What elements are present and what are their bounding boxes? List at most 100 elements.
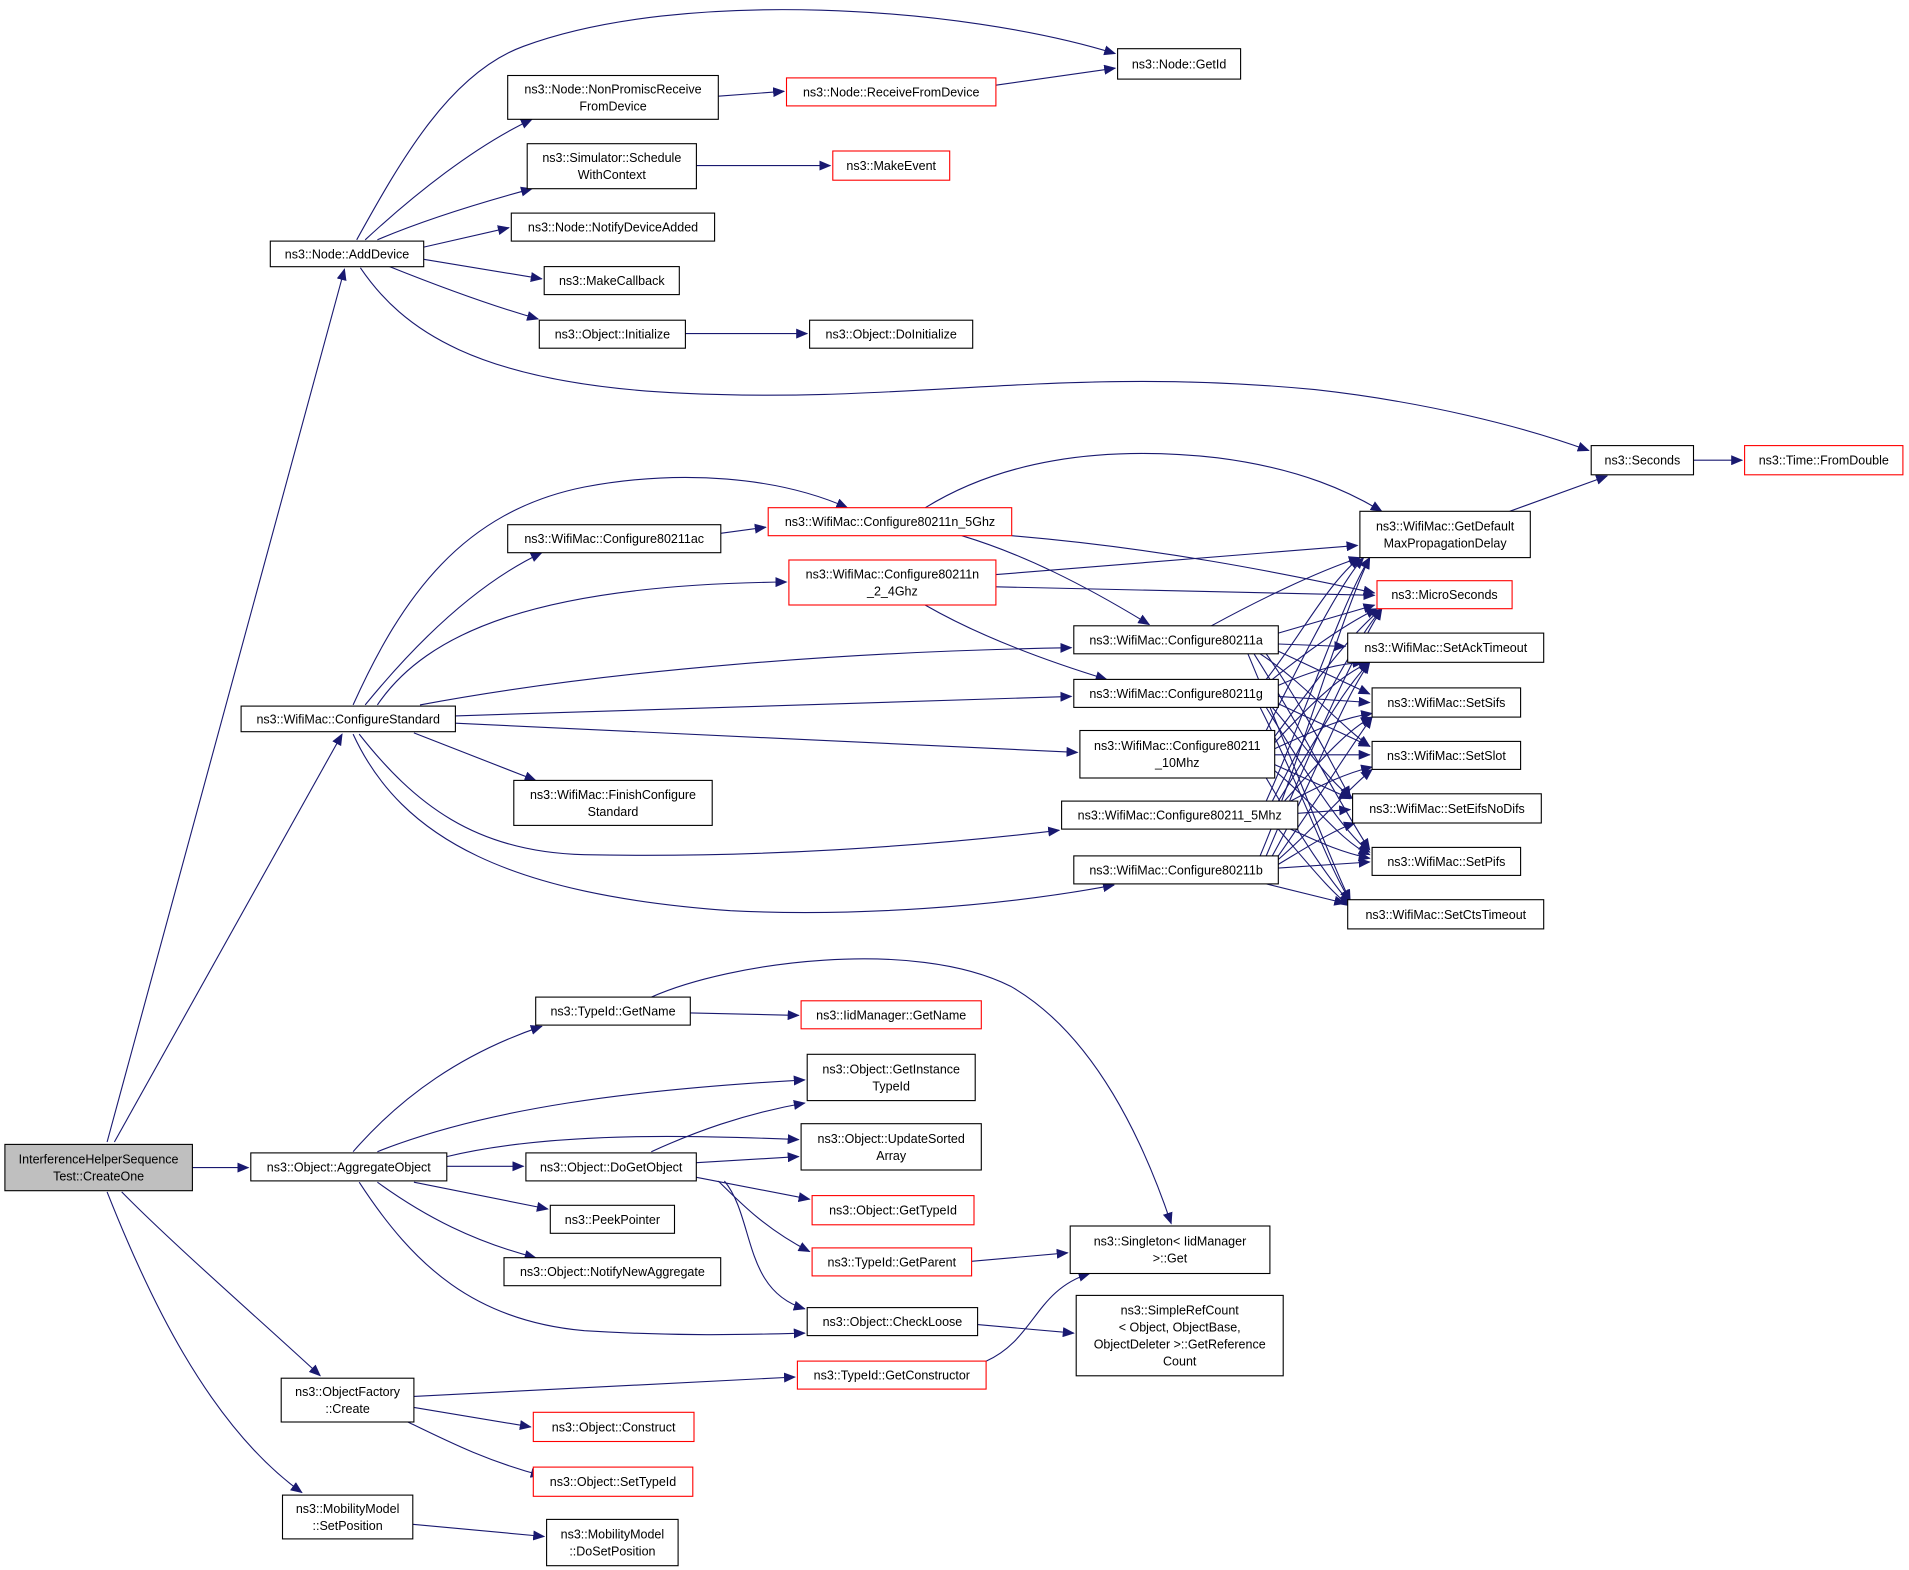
node-box [535,996,691,1026]
edge-configure_standard-to-cfg_n24 [376,577,788,706]
node-obj_doinitialize[interactable]: ns3::Object::DoInitialize [809,319,974,349]
node-set_slot[interactable]: ns3::WifiMac::SetSlot [1371,740,1522,770]
node-label: FromDevice [579,99,646,113]
node-box [796,1360,987,1390]
node-label: ns3::WifiMac::ConfigureStandard [256,712,439,726]
node-configure_standard[interactable]: ns3::WifiMac::ConfigureStandard [240,705,456,733]
node-label: ObjectDeleter >::GetReference [1094,1338,1266,1352]
node-get_constructor[interactable]: ns3::TypeId::GetConstructor [796,1360,987,1390]
node-obj_initialize[interactable]: ns3::Object::Initialize [538,319,686,349]
node-from_double[interactable]: ns3::Time::FromDouble [1744,445,1904,476]
node-box [800,1123,982,1171]
node-box [1347,899,1545,930]
node-box [1376,580,1513,610]
node-make_event[interactable]: ns3::MakeEvent [832,150,951,181]
node-label: ns3::Node::NonPromiscReceive [524,82,701,96]
node-mm_setposition[interactable]: ns3::MobilityModel::SetPosition [281,1494,414,1540]
edge-typeid_getparent-to-singleton_get [971,1248,1069,1262]
edge-factory_create-to-get_constructor [413,1372,796,1397]
node-box [1073,855,1279,885]
edge-configure_standard-to-cfg_b [352,733,1115,914]
edge-cfg_b-to-set_cts_timeout [1266,883,1347,906]
node-set_eifs[interactable]: ns3::WifiMac::SetEifsNoDifs [1352,793,1542,824]
edge-root-to-factory_create [121,1191,321,1377]
edge-root-to-mm_setposition [106,1191,303,1494]
edge-aggregate_object-to-update_sorted [446,1134,800,1158]
edge-configure_standard-to-cfg_10 [455,722,1079,757]
node-box [4,1143,193,1192]
node-label: ns3::WifiMac::GetDefault [1376,520,1515,534]
node-micro_seconds[interactable]: ns3::MicroSeconds [1376,580,1513,610]
node-add_device[interactable]: ns3::Node::AddDevice [269,240,425,268]
edge-cfg_g-to-get_default_delay [1265,556,1361,680]
node-label: ::SetPosition [313,1519,383,1533]
node-cfg_n5[interactable]: ns3::WifiMac::Configure80211n_5Ghz [767,507,1013,537]
node-label: ns3::Object::DoGetObject [540,1160,683,1174]
node-typeid_getname[interactable]: ns3::TypeId::GetName [535,996,691,1026]
node-receive_from_device[interactable]: ns3::Node::ReceiveFromDevice [785,77,997,107]
node-node_getid[interactable]: ns3::Node::GetId [1117,48,1242,80]
node-seconds[interactable]: ns3::Seconds [1590,445,1695,476]
edge-add_device-to-obj_initialize [389,266,540,321]
node-label: ns3::MobilityModel [561,1528,665,1542]
node-box [513,779,713,826]
edge-mm_setposition-to-mm_dosetposition [412,1523,546,1541]
node-box [1073,625,1279,655]
node-set_sifs[interactable]: ns3::WifiMac::SetSifs [1371,687,1522,718]
node-label: _10Mhz [1154,756,1199,770]
edge-receive_from_device-to-node_getid [995,64,1117,86]
node-label: ns3::Time::FromDouble [1759,454,1889,468]
node-cfg_b[interactable]: ns3::WifiMac::Configure80211b [1073,855,1279,885]
node-label: ns3::WifiMac::FinishConfigure [530,788,696,802]
node-label: ns3::WifiMac::Configure80211b [1089,863,1263,877]
edge-cfg_10-to-set_sifs [1274,710,1374,750]
node-label: ns3::WifiMac::Configure80211ac [524,532,704,546]
node-typeid_getparent[interactable]: ns3::TypeId::GetParent [811,1247,973,1277]
node-label: ns3::Seconds [1605,454,1681,468]
node-obj_set_typeid[interactable]: ns3::Object::SetTypeId [532,1466,694,1497]
node-notify_new_aggregate[interactable]: ns3::Object::NotifyNewAggregate [503,1257,722,1287]
edge-configure_standard-to-cfg_n5 [352,476,849,706]
node-label: MaxPropagationDelay [1384,537,1508,551]
node-check_loose[interactable]: ns3::Object::CheckLoose [806,1307,979,1337]
node-box [532,1411,695,1443]
node-get_default_delay[interactable]: ns3::WifiMac::GetDefaultMaxPropagationDe… [1359,510,1531,559]
node-cfg_5[interactable]: ns3::WifiMac::Configure80211_5Mhz [1061,800,1299,830]
node-cfg_ac[interactable]: ns3::WifiMac::Configure80211ac [507,524,722,554]
node-cfg_n24[interactable]: ns3::WifiMac::Configure80211n_2_4Ghz [788,559,997,606]
node-obj_construct[interactable]: ns3::Object::Construct [532,1411,695,1443]
node-box [532,1466,694,1497]
node-make_callback[interactable]: ns3::MakeCallback [543,266,680,296]
node-label: Standard [588,805,639,819]
node-set_ack_timeout[interactable]: ns3::WifiMac::SetAckTimeout [1347,632,1545,663]
node-iid_getname[interactable]: ns3::IidManager::GetName [800,1000,982,1030]
node-cfg_g[interactable]: ns3::WifiMac::Configure80211g [1073,678,1279,708]
node-obj_get_typeid[interactable]: ns3::Object::GetTypeId [811,1195,975,1226]
node-factory_create[interactable]: ns3::ObjectFactory::Create [280,1377,415,1423]
node-simple_refcount[interactable]: ns3::SimpleRefCount< Object, ObjectBase,… [1075,1294,1284,1377]
edge-do_get_object-to-check_loose [723,1180,806,1311]
node-singleton_get[interactable]: ns3::Singleton< IidManager >::Get [1069,1225,1271,1275]
node-aggregate_object[interactable]: ns3::Object::AggregateObject [250,1152,448,1182]
node-notify_device_added[interactable]: ns3::Node::NotifyDeviceAdded [510,212,716,242]
node-set_cts_timeout[interactable]: ns3::WifiMac::SetCtsTimeout [1347,899,1545,930]
node-box [1075,1294,1284,1377]
node-box [546,1518,679,1567]
node-do_get_object[interactable]: ns3::Object::DoGetObject [525,1152,697,1182]
node-peek_pointer[interactable]: ns3::PeekPointer [549,1204,676,1234]
node-set_pifs[interactable]: ns3::WifiMac::SetPifs [1371,846,1522,876]
node-cfg_10[interactable]: ns3::WifiMac::Configure80211_10Mhz [1079,729,1276,779]
node-mm_dosetposition[interactable]: ns3::MobilityModel::DoSetPosition [546,1518,679,1567]
node-box [1371,687,1522,718]
node-root: InterferenceHelperSequenceTest::CreateOn… [4,1143,193,1192]
node-cfg_a[interactable]: ns3::WifiMac::Configure80211a [1073,625,1279,655]
node-label: ns3::Object::GetTypeId [829,1204,957,1218]
node-label: ns3::Node::NotifyDeviceAdded [528,221,698,235]
node-label: ns3::Object::SetTypeId [550,1475,677,1489]
node-label: ns3::TypeId::GetName [550,1005,675,1019]
